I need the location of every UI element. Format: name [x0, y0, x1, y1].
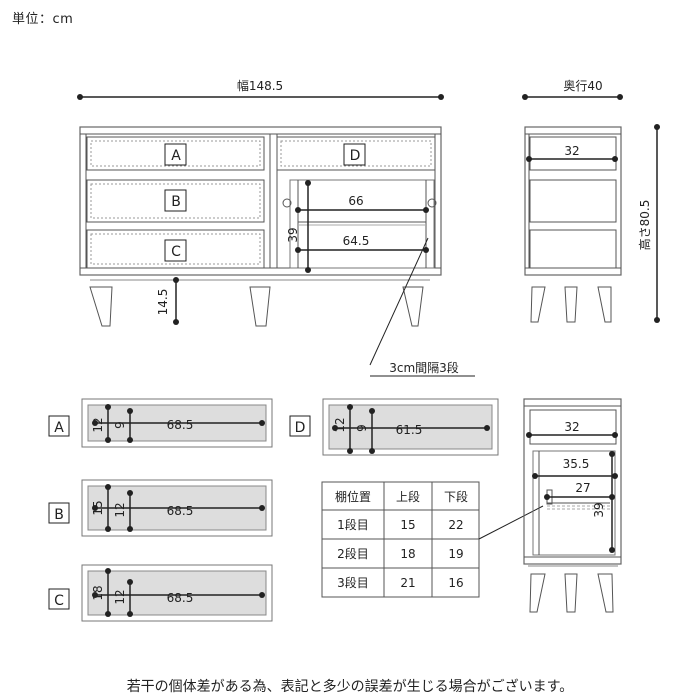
- shelf-position-table: [321, 481, 480, 598]
- inner-width-label: 66: [348, 194, 363, 208]
- drawer-b-detail-letter: B: [54, 507, 64, 523]
- drawer-d-outer-h: 12: [333, 417, 347, 432]
- table-header: 上段: [396, 489, 420, 504]
- detail-shelf-depth-label: 27: [575, 481, 590, 495]
- detail-top-depth-label: 32: [564, 420, 579, 434]
- drawer-c-outer-h: 18: [91, 585, 105, 600]
- drawer-d-detail-letter: D: [295, 420, 306, 436]
- drawer-b-front: [86, 179, 265, 223]
- height-label: 高さ80.5: [637, 200, 652, 251]
- drawer-b-letter: B: [171, 194, 181, 210]
- drawer-d-letter: D: [350, 148, 361, 164]
- drawer-a-detail: A 12 9 68.5: [48, 398, 273, 448]
- drawer-d-detail: D 12 9 61.5: [289, 398, 499, 456]
- front-cabinet-body: [79, 126, 442, 276]
- table-cell: 2段目: [337, 546, 369, 561]
- drawer-c-letter: C: [171, 244, 181, 260]
- table-cell: 19: [448, 547, 463, 561]
- open-compartment: [289, 179, 435, 269]
- drawer-c-depth: 68.5: [167, 591, 194, 605]
- front-leg: [402, 286, 424, 327]
- detail-inner-width-label: 35.5: [563, 457, 590, 471]
- unit-label: 単位：cm: [12, 12, 74, 27]
- drawer-b-depth: 68.5: [167, 504, 194, 518]
- table-cell: 1段目: [337, 517, 369, 532]
- inner-height-label: 39: [286, 227, 300, 242]
- drawer-a-outer-h: 12: [91, 417, 105, 432]
- drawer-a-inner-h: 9: [113, 421, 127, 429]
- drawer-a-depth: 68.5: [167, 418, 194, 432]
- shelf-width-label: 64.5: [343, 234, 370, 248]
- side-detail-view: [523, 398, 622, 613]
- drawer-a-front: [86, 136, 265, 171]
- drawer-a-letter: A: [171, 148, 181, 164]
- table-cell: 16: [448, 576, 463, 590]
- drawer-c-inner-h: 12: [113, 589, 127, 604]
- drawer-c-detail-letter: C: [54, 593, 64, 609]
- table-cell: 21: [400, 576, 415, 590]
- drawer-c-front: [86, 229, 265, 269]
- table-header: 下段: [444, 489, 468, 504]
- front-view: [77, 94, 444, 327]
- table-cell: 15: [400, 518, 415, 532]
- table-cell: 18: [400, 547, 415, 561]
- table-header: 棚位置: [335, 489, 371, 504]
- drawer-d-depth: 61.5: [396, 423, 423, 437]
- drawer-c-detail: C 18 12 68.5: [48, 564, 273, 622]
- footer-note: 若干の個体差がある為、表記と多少の誤差が生じる場合がございます。: [126, 679, 574, 695]
- front-leg: [89, 286, 113, 327]
- table-cell: 22: [448, 518, 463, 532]
- side-view: [522, 94, 660, 323]
- drawer-d-inner-h: 9: [355, 424, 369, 432]
- drawer-a-detail-letter: A: [54, 420, 64, 436]
- drawer-b-inner-h: 12: [113, 502, 127, 517]
- drawer-d-front: [276, 136, 436, 171]
- table-cell: 3段目: [337, 575, 369, 590]
- detail-inner-height-label: 39: [592, 502, 606, 517]
- side-cabinet-body: [524, 126, 622, 276]
- drawer-b-detail: B 15 12 68.5: [48, 479, 273, 537]
- side-top-depth-label: 32: [564, 144, 579, 158]
- front-leg: [249, 286, 271, 327]
- width-label: 幅148.5: [237, 78, 283, 93]
- depth-label: 奥行40: [563, 79, 602, 93]
- interval-note: 3cm間隔3段: [389, 360, 459, 375]
- drawer-b-outer-h: 15: [91, 500, 105, 515]
- leg-height-label: 14.5: [156, 289, 170, 316]
